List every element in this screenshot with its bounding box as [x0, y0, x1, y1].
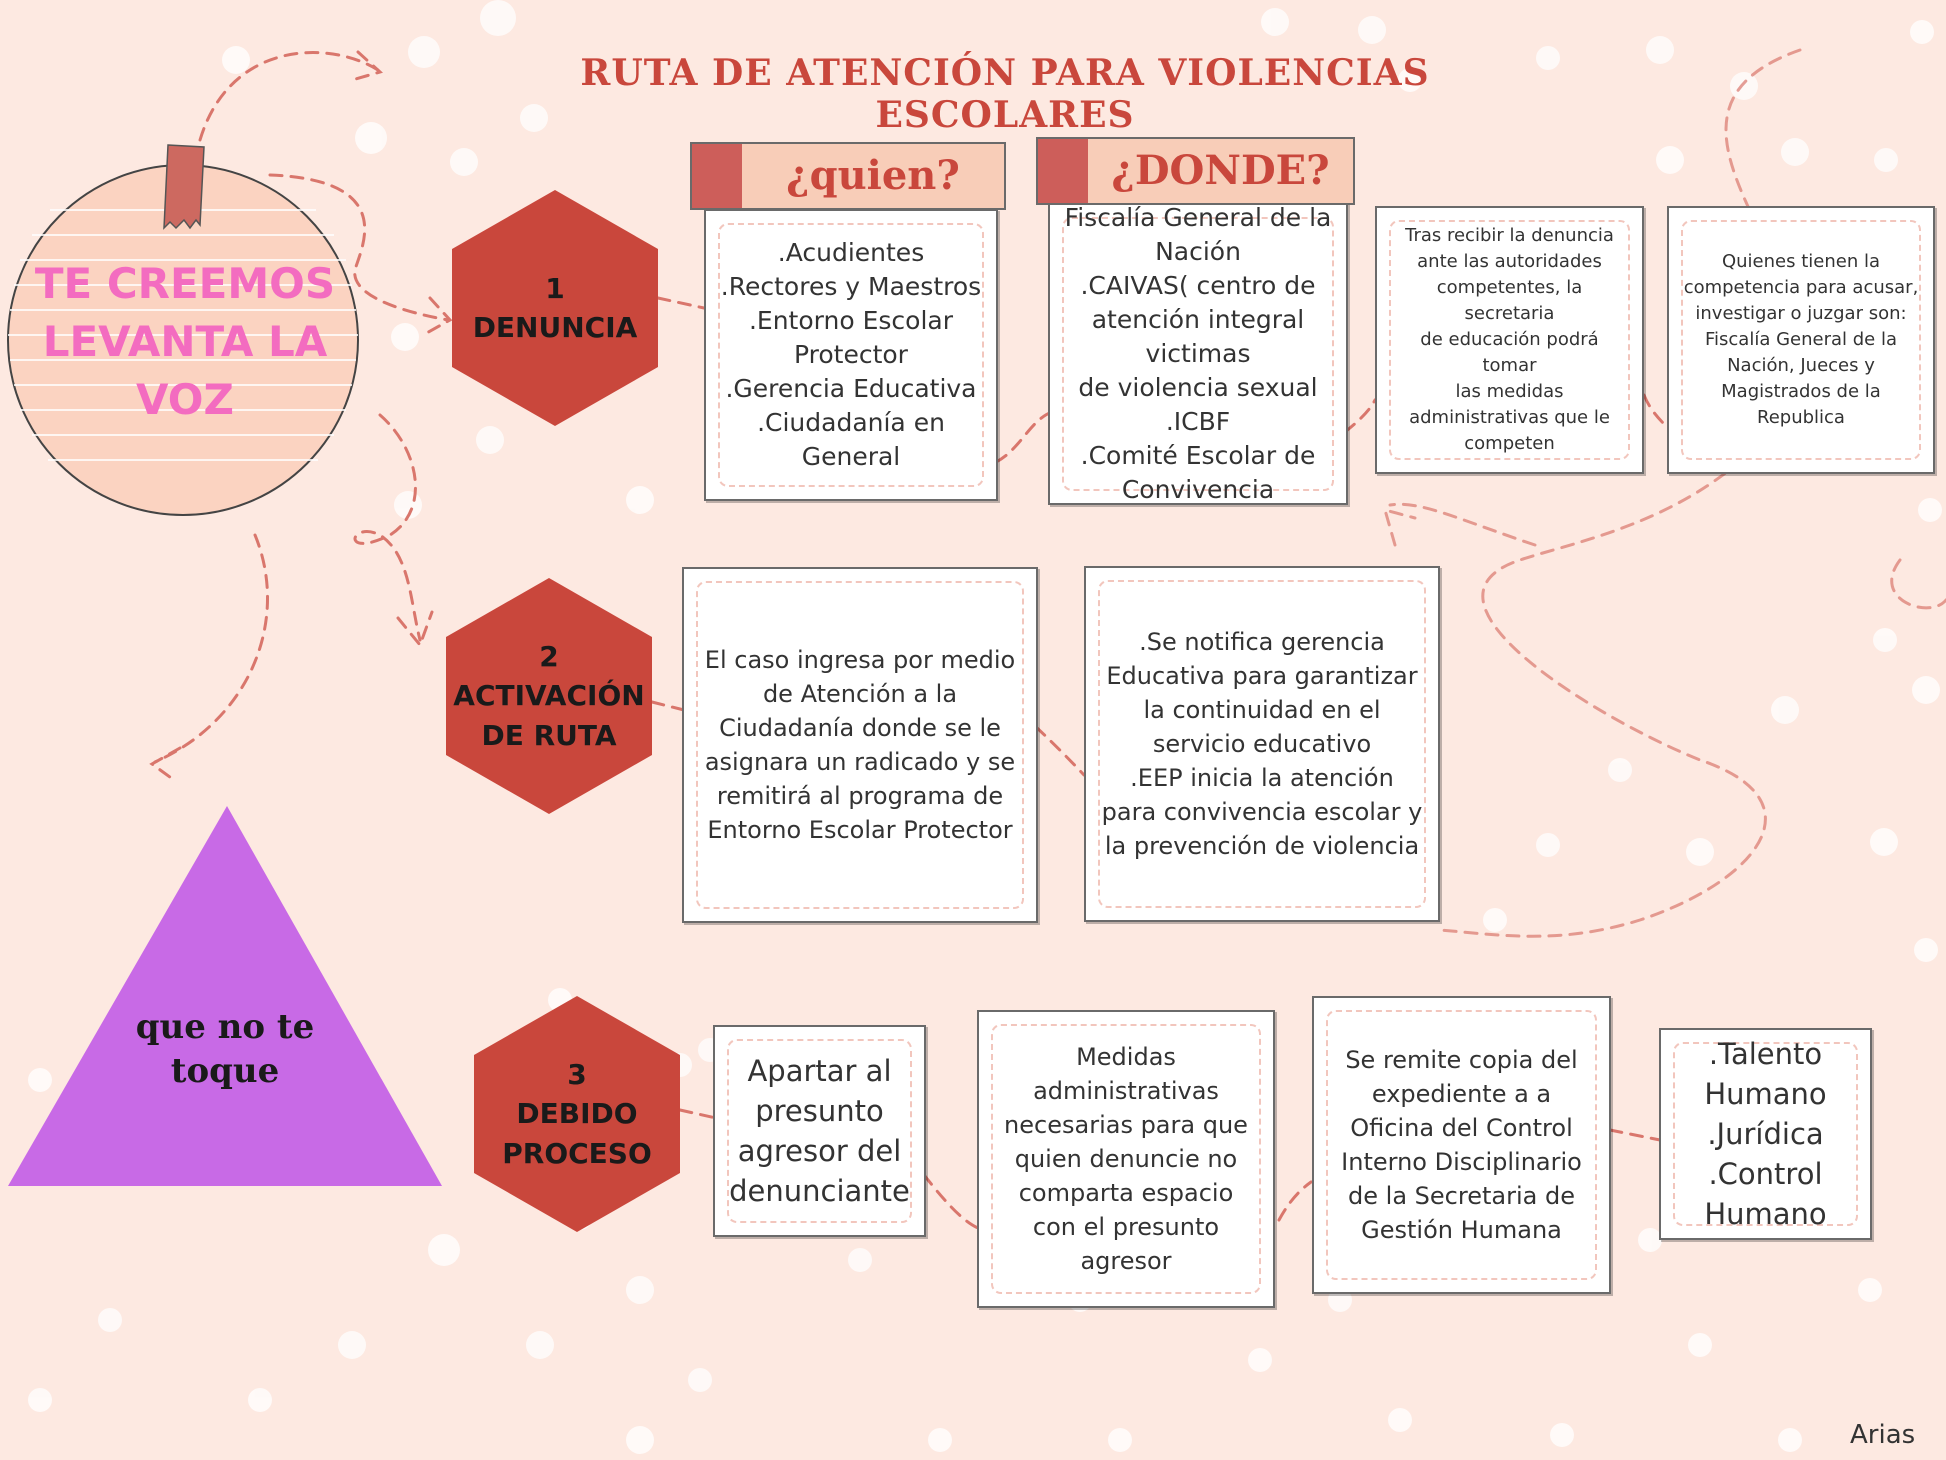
card-secretaria: Tras recibir la denuncia ante las autori…	[1375, 206, 1644, 474]
card-ingreso: El caso ingresa por medio de Atención a …	[682, 567, 1038, 923]
card-donde-text: Fiscalía General de la Nación .CAIVAS( c…	[1064, 203, 1332, 504]
header-quien: ¿quien?	[690, 142, 1006, 210]
card-areas-text: .Talento Humano .Jurídica .Control Human…	[1704, 1037, 1827, 1231]
triangle-slogan: que no te toque	[135, 1007, 315, 1091]
header-donde-label: ¿DONDE?	[1111, 147, 1330, 194]
card-quien: .Acudientes .Rectores y Maestros .Entorn…	[704, 209, 998, 501]
card-medidas: Medidas administrativas necesarias para …	[977, 1010, 1275, 1308]
card-medidas-text: Medidas administrativas necesarias para …	[1004, 1043, 1248, 1275]
card-donde: Fiscalía General de la Nación .CAIVAS( c…	[1048, 203, 1348, 505]
step-1-label: DENUNCIA	[472, 311, 638, 344]
card-competencia: Quienes tienen la competencia para acusa…	[1667, 206, 1935, 474]
card-competencia-text: Quienes tienen la competencia para acusa…	[1683, 251, 1919, 428]
step-3-number: 3	[567, 1058, 587, 1092]
page-title: RUTA DE ATENCIÓN PARA VIOLENCIAS ESCOLAR…	[580, 52, 1430, 136]
header-swatch	[692, 144, 742, 208]
step-2-number: 2	[539, 640, 559, 674]
step-3-label: DEBIDO PROCESO	[502, 1097, 652, 1170]
card-notifica: .Se notifica gerencia Educativa para gar…	[1084, 566, 1440, 922]
card-notifica-text: .Se notifica gerencia Educativa para gar…	[1101, 628, 1423, 860]
card-quien-text: .Acudientes .Rectores y Maestros .Entorn…	[720, 238, 982, 471]
step-2-label: ACTIVACIÓN DE RUTA	[453, 679, 645, 752]
card-remite-text: Se remite copia del expediente a a Ofici…	[1341, 1046, 1582, 1244]
card-areas: .Talento Humano .Jurídica .Control Human…	[1659, 1028, 1872, 1240]
card-apartar: Apartar al presunto agresor del denuncia…	[713, 1025, 926, 1237]
header-quien-label: ¿quien?	[786, 152, 960, 199]
circle-slogan: TE CREEMOS LEVANTA LA VOZ	[34, 259, 336, 424]
card-apartar-text: Apartar al presunto agresor del denuncia…	[729, 1054, 910, 1208]
card-remite: Se remite copia del expediente a a Ofici…	[1312, 996, 1611, 1294]
step-1-number: 1	[545, 271, 565, 305]
author-signature: Arias	[1850, 1420, 1916, 1450]
card-ingreso-text: El caso ingresa por medio de Atención a …	[704, 646, 1016, 844]
header-donde: ¿DONDE?	[1036, 137, 1355, 205]
step-3-hexagon: 3 DEBIDO PROCESO	[474, 996, 680, 1232]
header-swatch	[1038, 139, 1088, 203]
card-secretaria-text: Tras recibir la denuncia ante las autori…	[1405, 225, 1614, 454]
